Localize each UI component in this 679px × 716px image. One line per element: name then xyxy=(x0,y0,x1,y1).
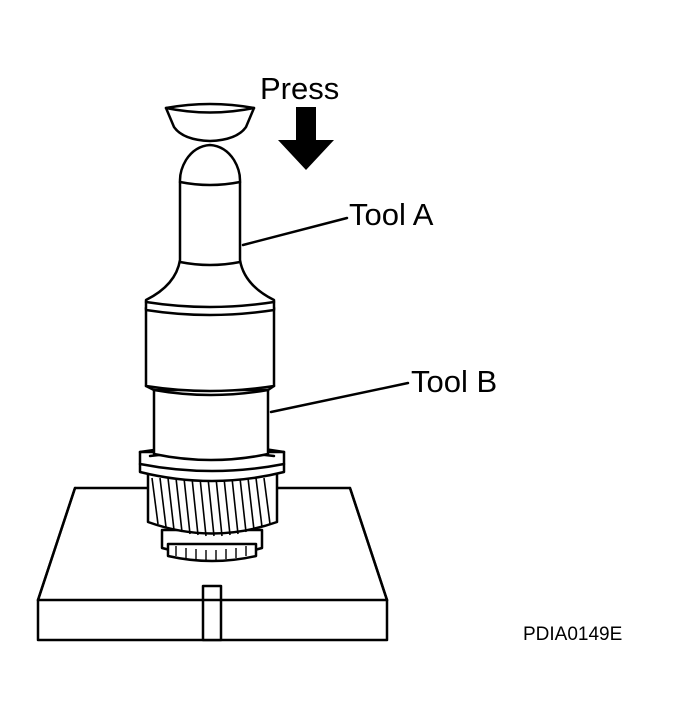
base-stand xyxy=(36,486,389,642)
press-cup xyxy=(164,102,256,143)
tool-a-leader xyxy=(241,216,349,247)
tool-a-label: Tool A xyxy=(349,197,434,232)
tool-a xyxy=(144,143,276,317)
gear xyxy=(138,444,286,563)
press-label: Press xyxy=(260,71,339,106)
tool-b-label: Tool B xyxy=(411,364,497,399)
arrow-down-icon xyxy=(278,107,334,170)
tool-b xyxy=(144,306,276,462)
figure-code: PDIA0149E xyxy=(523,624,622,645)
tool-b-leader xyxy=(269,381,410,414)
